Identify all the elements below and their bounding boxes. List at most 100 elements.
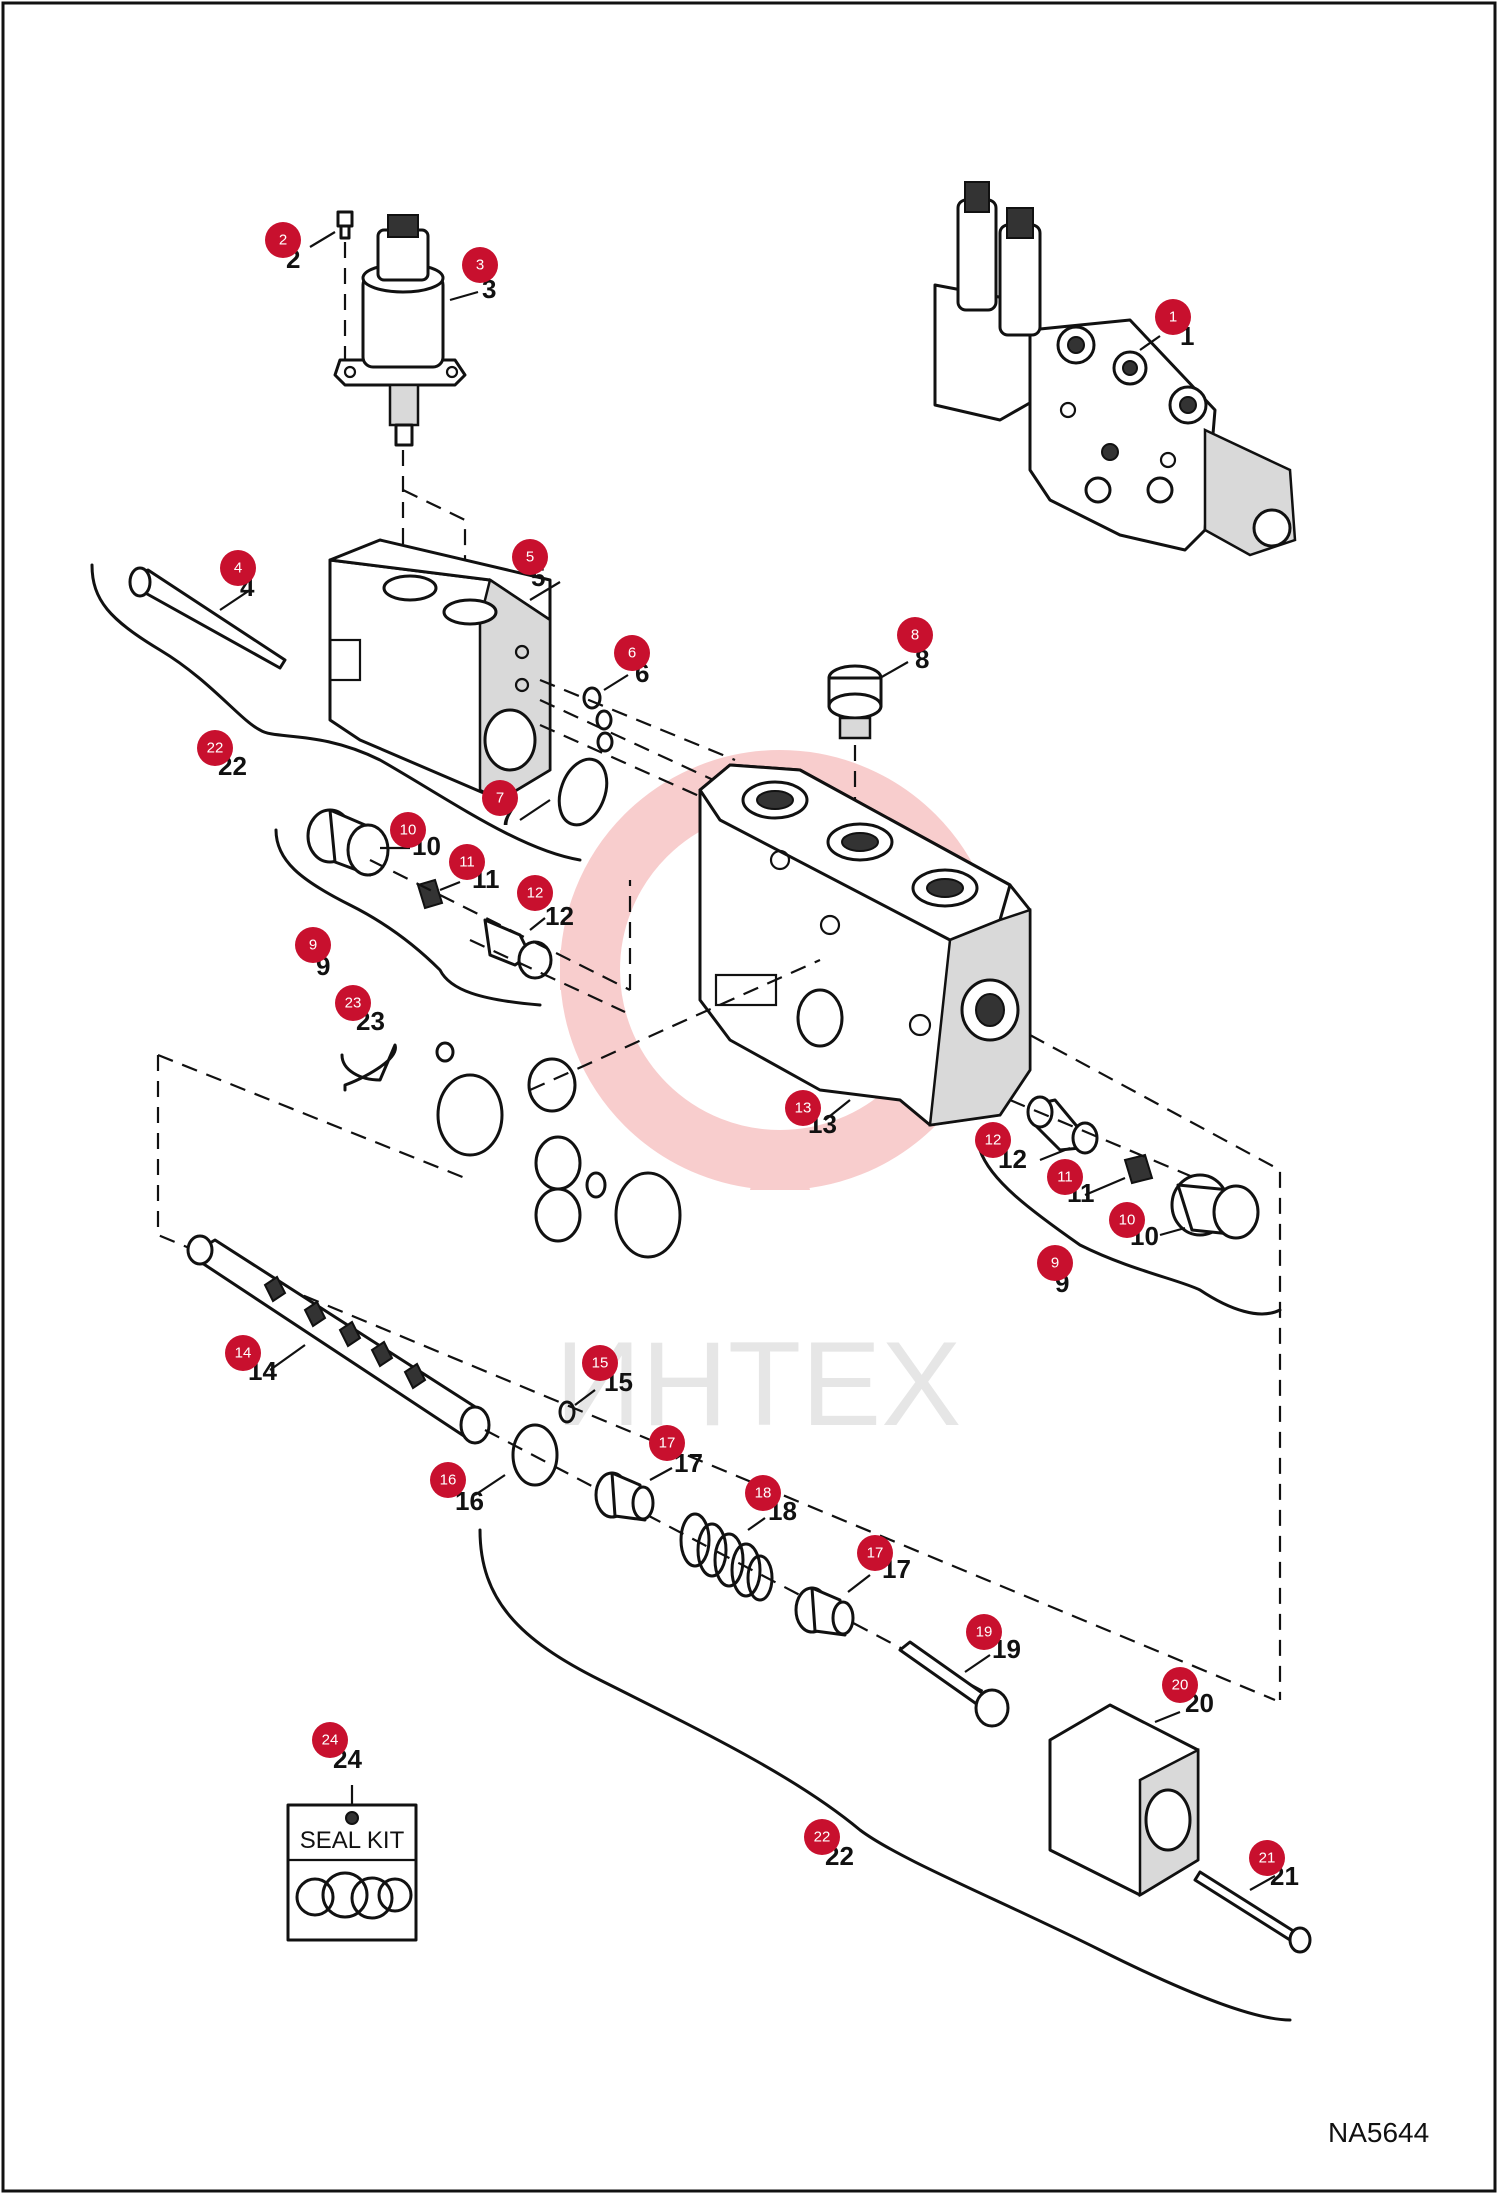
svg-text:1: 1 xyxy=(1169,309,1177,326)
badge-10-left[interactable]: 10 xyxy=(390,812,426,848)
svg-text:6: 6 xyxy=(628,645,636,662)
leader-dash xyxy=(539,678,736,814)
leader-dash xyxy=(157,1053,471,1182)
leader-dash xyxy=(529,958,821,1092)
svg-text:22: 22 xyxy=(207,740,224,757)
badge-16[interactable]: 16 xyxy=(430,1462,466,1498)
leader-dash xyxy=(156,1055,1276,1702)
badge-17a[interactable]: 17 xyxy=(649,1425,685,1461)
badge-15[interactable]: 15 xyxy=(582,1345,618,1381)
cap-part-20 xyxy=(1048,1703,1200,1898)
badge-22-top[interactable]: 22 xyxy=(197,730,233,766)
valve-assembly-part-1 xyxy=(933,181,1297,557)
badge-12-right[interactable]: 12 xyxy=(975,1122,1011,1158)
badge-14[interactable]: 14 xyxy=(225,1335,261,1371)
plug-part-8 xyxy=(827,664,883,740)
svg-text:15: 15 xyxy=(592,1355,609,1372)
valve-body-part-13 xyxy=(698,763,1032,1127)
badge-13[interactable]: 13 xyxy=(785,1090,821,1126)
badge-4[interactable]: 4 xyxy=(220,550,256,586)
badge-6[interactable]: 6 xyxy=(614,635,650,671)
seal-kit-label: SEAL KIT xyxy=(300,1827,405,1854)
badge-11-right[interactable]: 11 xyxy=(1047,1159,1083,1195)
svg-text:10: 10 xyxy=(1119,1212,1136,1229)
badge-17b[interactable]: 17 xyxy=(857,1535,893,1571)
badge-21[interactable]: 21 xyxy=(1249,1840,1285,1876)
seal-kit-part-24: SEAL KIT xyxy=(286,1785,418,1942)
screw-part-21 xyxy=(1193,1870,1312,1954)
brace-9-left xyxy=(274,828,542,1007)
svg-text:13: 13 xyxy=(795,1100,812,1117)
svg-text:18: 18 xyxy=(755,1485,772,1502)
badge-22-bottom[interactable]: 22 xyxy=(804,1819,840,1855)
leader-lines xyxy=(219,231,1276,1891)
badge-1[interactable]: 1 xyxy=(1155,299,1191,335)
svg-text:2: 2 xyxy=(279,232,287,249)
svg-text:24: 24 xyxy=(322,1732,339,1749)
brace-23 xyxy=(340,1043,397,1092)
badge-3[interactable]: 3 xyxy=(462,247,498,283)
badge-24[interactable]: 24 xyxy=(312,1722,348,1758)
badge-18[interactable]: 18 xyxy=(745,1475,781,1511)
spring-seat-part-17 xyxy=(594,1471,655,1522)
leader-dash xyxy=(1009,1034,1282,1700)
svg-text:7: 7 xyxy=(496,790,504,807)
svg-text:11: 11 xyxy=(1057,1169,1073,1186)
badge-12-left[interactable]: 12 xyxy=(517,875,553,911)
svg-text:14: 14 xyxy=(235,1345,252,1362)
badge-11-left[interactable]: 11 xyxy=(449,844,485,880)
badge-9-left[interactable]: 9 xyxy=(295,927,331,963)
svg-text:3: 3 xyxy=(476,257,484,274)
svg-text:21: 21 xyxy=(1259,1850,1276,1867)
svg-text:16: 16 xyxy=(440,1472,457,1489)
callout-number-12-left: 12 xyxy=(545,901,574,931)
badge-5[interactable]: 5 xyxy=(512,539,548,575)
spool-part-14 xyxy=(186,1234,491,1445)
brace-9-right xyxy=(978,1148,1282,1316)
badge-7[interactable]: 7 xyxy=(482,780,518,816)
leader-dash xyxy=(369,859,632,1013)
housing-part-5 xyxy=(328,538,552,802)
long-bolt-part-4 xyxy=(128,566,287,670)
badge-2[interactable]: 2 xyxy=(265,222,301,258)
svg-text:9: 9 xyxy=(309,937,317,954)
spring-part-18 xyxy=(679,1512,774,1602)
svg-text:10: 10 xyxy=(400,822,417,839)
svg-text:9: 9 xyxy=(1051,1255,1059,1272)
brace-22-top xyxy=(90,563,582,862)
svg-text:4: 4 xyxy=(234,560,242,577)
svg-text:12: 12 xyxy=(985,1132,1002,1149)
badge-20[interactable]: 20 xyxy=(1162,1667,1198,1703)
badge-8[interactable]: 8 xyxy=(897,617,933,653)
badge-19[interactable]: 19 xyxy=(966,1614,1002,1650)
svg-text:19: 19 xyxy=(976,1624,993,1641)
svg-text:8: 8 xyxy=(911,627,919,644)
svg-text:23: 23 xyxy=(345,995,362,1012)
oring-part-16 xyxy=(511,1423,559,1487)
screw-part-2 xyxy=(336,210,354,240)
badge-10-right[interactable]: 10 xyxy=(1109,1202,1145,1238)
svg-text:17: 17 xyxy=(867,1545,884,1562)
svg-text:17: 17 xyxy=(659,1435,676,1452)
bolt-part-19 xyxy=(898,1640,1010,1728)
svg-text:20: 20 xyxy=(1172,1677,1189,1694)
badge-9-right[interactable]: 9 xyxy=(1037,1245,1073,1281)
orings-part-6 xyxy=(582,686,614,753)
solenoid-part-3 xyxy=(333,214,467,447)
svg-text:11: 11 xyxy=(459,854,475,871)
svg-text:22: 22 xyxy=(814,1829,831,1846)
drawing-code: NA5644 xyxy=(1328,2117,1429,2148)
ring-part-15 xyxy=(558,1400,576,1424)
orings-part-23 xyxy=(435,1041,682,1259)
brace-22-bottom xyxy=(478,1528,1292,2022)
poppet-group-right xyxy=(1026,1095,1260,1240)
spring-seat-part-17b xyxy=(794,1586,855,1637)
oring-part-7 xyxy=(557,757,609,827)
badge-23[interactable]: 23 xyxy=(335,985,371,1021)
svg-text:12: 12 xyxy=(527,885,544,902)
svg-text:5: 5 xyxy=(526,549,534,566)
callout-badges: 1 2 3 4 5 6 7 8 9 9 10 10 11 11 12 12 13… xyxy=(197,222,1285,1876)
